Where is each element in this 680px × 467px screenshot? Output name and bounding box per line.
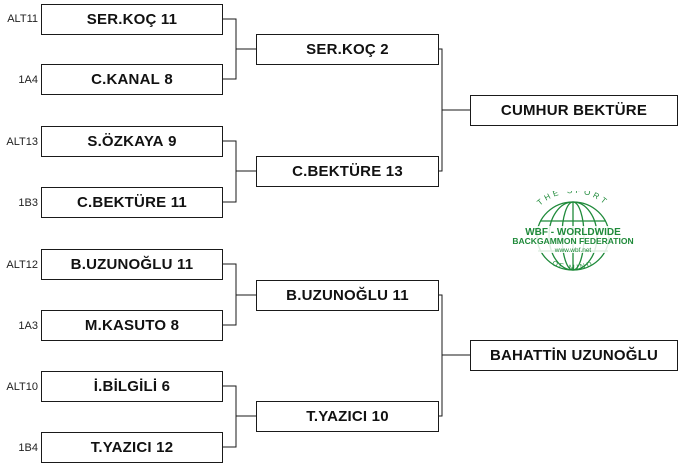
match-slot-r1[interactable]: İ.BİLGİLİ 6: [41, 371, 223, 402]
player-score: 6: [161, 378, 171, 395]
player-score: 9: [168, 133, 177, 150]
player-score: 11: [392, 287, 409, 304]
match-slot-r1[interactable]: S.ÖZKAYA 9: [41, 126, 223, 157]
match-slot-r2[interactable]: SER.KOÇ 2: [256, 34, 439, 65]
seed-label: ALT10: [6, 381, 38, 393]
seed-label: 1B3: [18, 197, 38, 209]
player-score: 11: [170, 194, 187, 211]
player-name: S.ÖZKAYA: [87, 133, 164, 150]
connector-r1-1: [223, 18, 237, 80]
logo-url: www.wbf.net: [554, 247, 592, 254]
connector-r1-4: [223, 385, 237, 448]
player-name: SER.KOÇ: [306, 41, 376, 58]
player-score: 11: [177, 256, 194, 273]
player-name: SER.KOÇ: [86, 11, 157, 28]
match-slot-r1[interactable]: SER.KOÇ 11: [41, 4, 223, 35]
player-name: İ.BİLGİLİ: [93, 378, 158, 395]
player-score: 2: [380, 41, 389, 58]
player-name: B.UZUNOĞLU: [286, 287, 389, 304]
seed-label: 1B4: [18, 442, 38, 454]
wbf-logo: THE SPORT WBF - WORLDWIDE BACKGAMMON FED…: [498, 191, 648, 272]
connector-r2-2: [439, 294, 443, 417]
player-score: 11: [160, 11, 178, 28]
seed-label: ALT11: [7, 13, 38, 25]
match-slot-r1[interactable]: C.KANAL 8: [41, 64, 223, 95]
winner-name: CUMHUR BEKTÜRE: [500, 102, 648, 119]
match-slot-r1[interactable]: B.UZUNOĞLU 11: [41, 249, 223, 280]
connector-r1-3: [223, 263, 237, 326]
seed-label: 1A4: [18, 74, 38, 86]
match-slot-r1[interactable]: C.BEKTÜRE 11: [41, 187, 223, 218]
connector-r2-1: [439, 48, 443, 172]
match-slot-r2[interactable]: C.BEKTÜRE 13: [256, 156, 439, 187]
player-name: M.KASUTO: [84, 317, 167, 334]
seed-label: ALT12: [6, 259, 38, 271]
match-slot-r1[interactable]: M.KASUTO 8: [41, 310, 223, 341]
player-name: B.UZUNOĞLU: [70, 256, 173, 273]
player-score: 8: [170, 317, 180, 334]
match-slot-r2[interactable]: B.UZUNOĞLU 11: [256, 280, 439, 311]
logo-bottom-text: OF MIND: [551, 260, 595, 271]
match-slot-r1[interactable]: T.YAZICI 12: [41, 432, 223, 463]
player-name: C.KANAL: [91, 71, 160, 88]
winner-slot[interactable]: BAHATTİN UZUNOĞLU: [470, 340, 678, 371]
seed-label: ALT13: [6, 136, 38, 148]
seed-label: 1A3: [18, 320, 38, 332]
logo-line1: WBF - WORLDWIDE: [525, 227, 621, 238]
player-name: C.BEKTÜRE: [77, 194, 167, 211]
winner-slot[interactable]: CUMHUR BEKTÜRE: [470, 95, 678, 126]
player-score: 13: [385, 163, 403, 180]
match-slot-r2[interactable]: T.YAZICI 10: [256, 401, 439, 432]
player-name: C.BEKTÜRE: [292, 163, 382, 180]
player-name: T.YAZICI: [306, 408, 368, 425]
connector-r1-2: [223, 140, 237, 203]
player-name: T.YAZICI: [90, 439, 152, 456]
player-score: 12: [156, 439, 174, 456]
player-score: 10: [371, 408, 389, 425]
winner-name: BAHATTİN UZUNOĞLU: [489, 347, 659, 364]
logo-line2: BACKGAMMON FEDERATION: [512, 236, 633, 246]
player-score: 8: [164, 71, 173, 88]
